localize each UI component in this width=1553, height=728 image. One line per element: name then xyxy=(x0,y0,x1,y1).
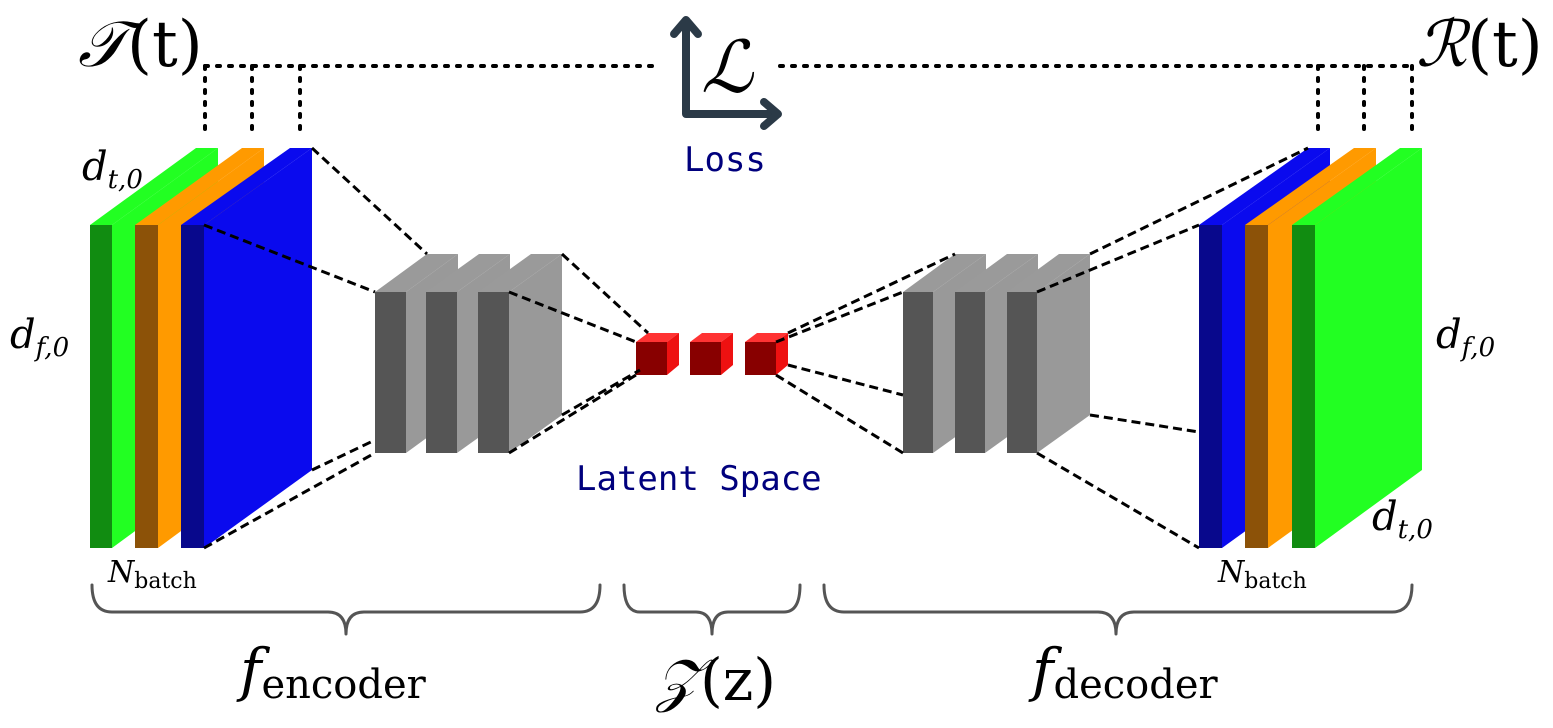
decoder-label: fdecoder xyxy=(1028,636,1219,708)
nbatch-right-label: Nbatch xyxy=(1217,555,1307,594)
latent-function-label: 𝒵(z) xyxy=(655,646,776,714)
latent-cube-2 xyxy=(690,333,733,375)
decoder-brace xyxy=(822,583,1414,636)
loss-axis-icon xyxy=(670,16,782,130)
loss-label: Loss xyxy=(684,140,766,180)
reconstruction-label: ℛ(t) xyxy=(1416,8,1543,82)
encoder-input-blue-slab xyxy=(181,148,312,548)
dim-t-left-label: dt,0 xyxy=(82,144,143,195)
latent-space-label: Latent Space xyxy=(576,459,822,499)
loss-connector-lines xyxy=(203,64,1414,140)
loss-symbol: ℒ xyxy=(701,25,755,109)
dim-t-right-label: dt,0 xyxy=(1372,494,1433,545)
decoder-output-green-slab xyxy=(1292,148,1422,548)
dim-f-left-label: df,0 xyxy=(10,312,69,363)
encoder-label: fencoder xyxy=(236,636,427,708)
decoder-gray-block-3 xyxy=(1007,254,1090,453)
latent-brace xyxy=(622,583,802,636)
projection-lines xyxy=(203,146,1309,550)
dim-f-right-label: df,0 xyxy=(1436,312,1495,363)
encoder-gray-block-3 xyxy=(478,254,562,453)
encoder-brace xyxy=(90,583,602,636)
target-label: 𝒯(t) xyxy=(78,8,203,82)
latent-cube-1 xyxy=(636,333,679,375)
latent-cube-3 xyxy=(745,333,788,375)
nbatch-left-label: Nbatch xyxy=(107,555,197,594)
